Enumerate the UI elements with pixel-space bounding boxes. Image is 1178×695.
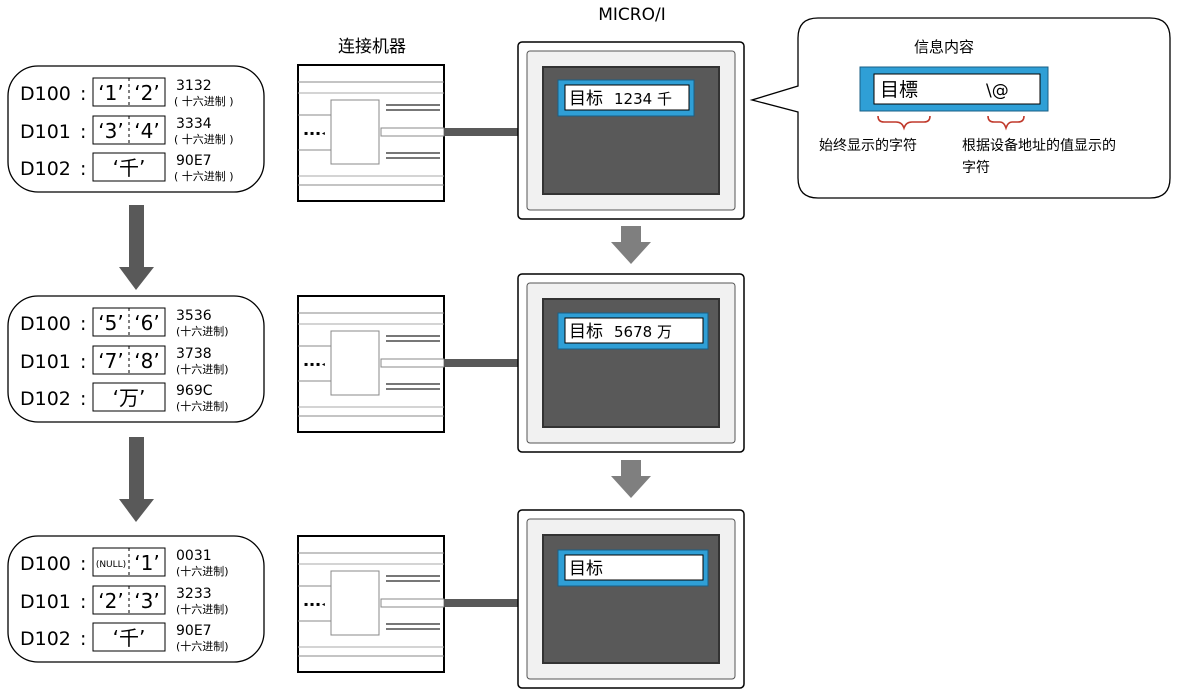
register-name: D102 <box>20 388 71 410</box>
micro-header: MICRO/I <box>598 5 666 25</box>
register-unit: (十六进制) <box>176 324 229 338</box>
register-unit: (十六进制) <box>176 564 229 578</box>
display-prefix: 目标 <box>569 89 603 109</box>
arrow-down-icon <box>119 205 154 290</box>
plc-leds: ▪ ▪ ▪ ◂ <box>304 361 325 368</box>
register-char: ‘千’ <box>113 156 146 180</box>
register-hex: 90E7 <box>176 153 212 169</box>
arrow-down-icon <box>611 226 651 264</box>
plc-device: ▪ ▪ ▪ ◂ <box>297 535 445 673</box>
register-char: ‘8’ <box>134 349 159 373</box>
callout-title: 信息内容 <box>914 38 974 56</box>
register-char: ‘7’ <box>98 349 123 373</box>
register-bubble: D100 : (NULL) ‘1’ 0031 (十六进制) D101 : ‘2’… <box>7 535 265 663</box>
state-1: D100 : ‘1’ ‘2’ 3132 ( 十六进制 ) D101 : ‘3’ … <box>7 41 745 220</box>
cable <box>444 128 520 136</box>
register-char: ‘2’ <box>134 81 159 105</box>
register-sep: : <box>80 121 86 143</box>
register-hex: 3536 <box>176 308 212 324</box>
cable <box>444 359 520 367</box>
register-row-d101: D101 : ‘3’ ‘4’ 3334 ( 十六进制 ) <box>20 115 234 146</box>
hmi-screen: 目标 1234 千 <box>517 41 745 220</box>
brace-icon <box>987 115 1025 131</box>
register-hex: 3738 <box>176 346 212 362</box>
register-name: D100 <box>20 83 71 105</box>
register-name: D101 <box>20 351 71 373</box>
cable <box>444 599 520 607</box>
register-row-d102: D102 : ‘千’ 90E7 ( 十六进制 ) <box>20 152 234 183</box>
register-row-d102: D102 : ‘万’ 969C (十六进制) <box>20 382 229 413</box>
callout-device-text: \@ <box>986 81 1009 101</box>
plc-device: ▪ ▪ ▪ ◂ <box>297 295 445 433</box>
arrow-down-icon <box>611 460 651 498</box>
hmi-screen: 目标 <box>517 509 745 689</box>
register-char: ‘3’ <box>134 589 159 613</box>
register-unit: (十六进制) <box>176 362 229 376</box>
register-sep: : <box>80 313 86 335</box>
register-char-null: (NULL) <box>96 560 126 570</box>
register-bubble: D100 : ‘5’ ‘6’ 3536 (十六进制) D101 : ‘7’ ‘8… <box>7 295 265 423</box>
message-callout: 信息内容 目標 \@ 始终显示的字符 根据设备地址的值显示的 字符 <box>749 17 1171 199</box>
register-char: ‘3’ <box>98 119 123 143</box>
register-name: D102 <box>20 628 71 650</box>
plc-device: ▪ ▪ ▪ ◂ <box>297 64 445 202</box>
register-unit: (十六进制) <box>176 602 229 616</box>
display-value: 5678 万 <box>614 323 672 341</box>
register-row-d100: D100 : (NULL) ‘1’ 0031 (十六进制) <box>20 547 229 578</box>
note-fixed-chars: 始终显示的字符 <box>819 138 917 154</box>
register-row-d101: D101 : ‘2’ ‘3’ 3233 (十六进制) <box>20 585 229 616</box>
register-sep: : <box>80 553 86 575</box>
arrow-down-icon <box>119 437 154 522</box>
register-hex: 3132 <box>176 78 212 94</box>
register-hex: 0031 <box>176 548 212 564</box>
state-3: D100 : (NULL) ‘1’ 0031 (十六进制) D101 : ‘2’… <box>7 509 745 689</box>
register-char: ‘5’ <box>98 311 123 335</box>
register-sep: : <box>80 158 86 180</box>
register-name: D102 <box>20 158 71 180</box>
register-sep: : <box>80 83 86 105</box>
register-unit: ( 十六进制 ) <box>174 169 234 183</box>
plc-leds: ▪ ▪ ▪ ◂ <box>304 601 325 608</box>
display-prefix: 目标 <box>569 322 603 342</box>
display-value: 1234 千 <box>614 90 672 108</box>
register-name: D100 <box>20 313 71 335</box>
register-sep: : <box>80 351 86 373</box>
register-hex: 3334 <box>176 116 212 132</box>
register-hex: 3233 <box>176 586 212 602</box>
register-char: ‘千’ <box>113 626 146 650</box>
callout-fixed-text: 目標 <box>880 79 918 101</box>
register-char: ‘2’ <box>98 589 123 613</box>
register-unit: (十六进制) <box>176 639 229 653</box>
register-name: D101 <box>20 591 71 613</box>
register-unit: ( 十六进制 ) <box>174 94 234 108</box>
display-prefix: 目标 <box>569 559 603 579</box>
register-name: D100 <box>20 553 71 575</box>
state-2: D100 : ‘5’ ‘6’ 3536 (十六进制) D101 : ‘7’ ‘8… <box>7 273 745 453</box>
note-device-chars: 根据设备地址的值显示的 <box>962 137 1116 154</box>
register-char: ‘6’ <box>134 311 159 335</box>
brace-icon <box>877 115 931 131</box>
register-row-d101: D101 : ‘7’ ‘8’ 3738 (十六进制) <box>20 345 229 376</box>
register-sep: : <box>80 628 86 650</box>
note-device-chars-cont: 字符 <box>962 160 990 176</box>
plc-leds: ▪ ▪ ▪ ◂ <box>304 130 325 137</box>
register-char: ‘4’ <box>134 119 159 143</box>
device-header: 连接机器 <box>338 37 406 57</box>
register-hex: 90E7 <box>176 623 212 639</box>
register-row-d100: D100 : ‘5’ ‘6’ 3536 (十六进制) <box>20 307 229 338</box>
register-bubble: D100 : ‘1’ ‘2’ 3132 ( 十六进制 ) D101 : ‘3’ … <box>7 65 265 193</box>
register-unit: ( 十六进制 ) <box>174 132 234 146</box>
register-hex: 969C <box>176 383 213 399</box>
register-char: ‘万’ <box>113 386 146 410</box>
register-sep: : <box>80 388 86 410</box>
register-sep: : <box>80 591 86 613</box>
register-char: ‘1’ <box>98 81 123 105</box>
register-name: D101 <box>20 121 71 143</box>
register-char: ‘1’ <box>134 551 159 575</box>
register-row-d102: D102 : ‘千’ 90E7 (十六进制) <box>20 622 229 653</box>
hmi-screen: 目标 5678 万 <box>517 273 745 453</box>
register-row-d100: D100 : ‘1’ ‘2’ 3132 ( 十六进制 ) <box>20 77 234 108</box>
register-unit: (十六进制) <box>176 399 229 413</box>
